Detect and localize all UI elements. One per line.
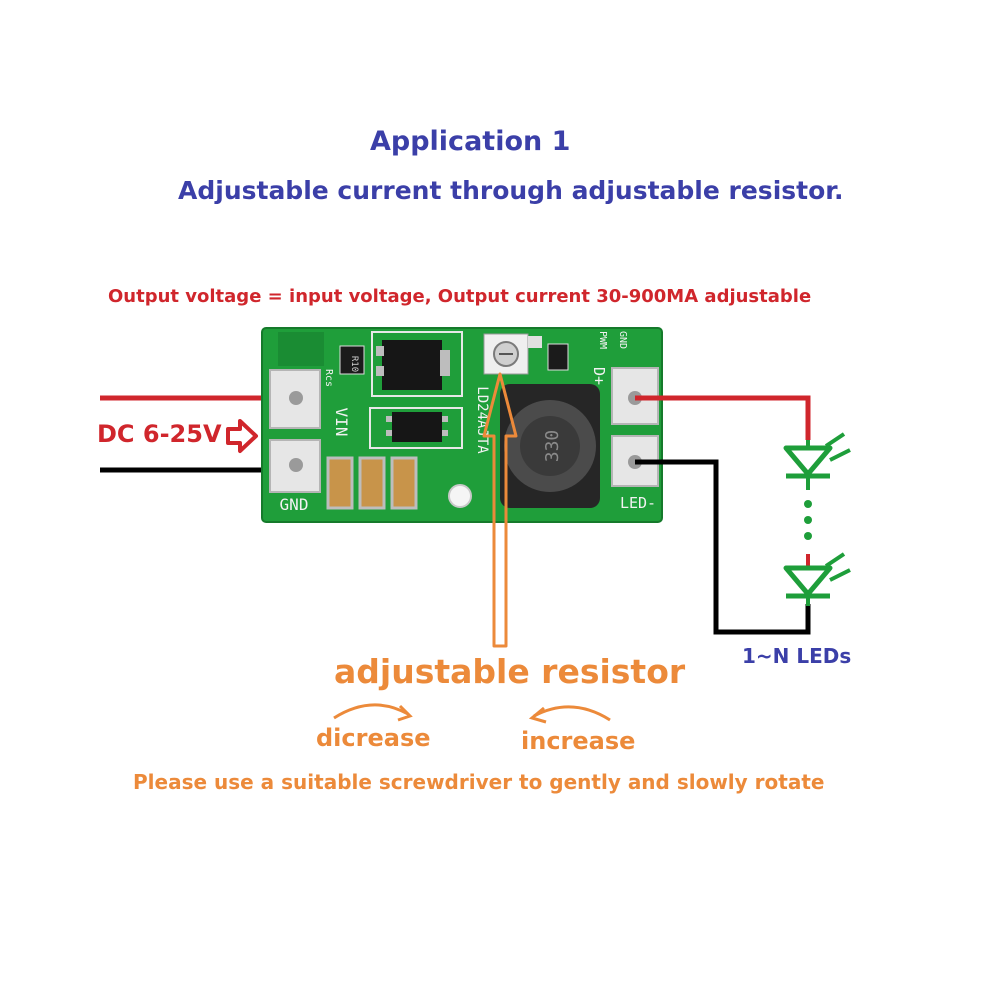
input-arrow-icon: [226, 419, 258, 453]
mounting-hole: [448, 484, 472, 508]
led-icon: [783, 552, 851, 606]
resistor-code: R10: [349, 356, 359, 372]
output-wire-negative: [635, 459, 811, 635]
led-icon: [783, 432, 851, 490]
adjustable-resistor-label: adjustable resistor: [334, 652, 686, 691]
d-plus-silkscreen: D+: [590, 367, 608, 385]
led-chain-dots: [804, 500, 812, 540]
increase-arrow-icon: [528, 705, 611, 724]
inductor: 330: [500, 384, 600, 508]
pointer-arrow-icon: [482, 372, 518, 648]
vin-silkscreen: VIN: [332, 408, 351, 437]
input-capacitors: [326, 456, 418, 510]
decrease-arrow-icon: [333, 703, 413, 722]
input-voltage-label: DC 6-25V: [97, 420, 222, 448]
pcb-board: 330 VIN GND LD24AJTA D+ LED- PWM GND Rcs…: [261, 327, 663, 523]
instruction-note: Please use a suitable screwdriver to gen…: [133, 770, 825, 794]
gnd-silkscreen: GND: [280, 495, 309, 514]
driver-ic: [392, 412, 442, 442]
spec-line: Output voltage = input voltage, Output c…: [108, 286, 812, 307]
rcs-silkscreen: Rcs: [323, 369, 334, 387]
leds-label: 1~N LEDs: [742, 644, 852, 668]
svg-text:330: 330: [542, 430, 563, 463]
pwm-silkscreen: PWM: [597, 331, 608, 349]
gnd2-silkscreen: GND: [617, 331, 628, 349]
led-minus-silkscreen: LED-: [620, 494, 656, 512]
page-subtitle: Adjustable current through adjustable re…: [178, 176, 844, 205]
transistor-chip: [382, 340, 442, 390]
increase-label: increase: [521, 727, 636, 755]
output-wire-positive: [635, 395, 811, 440]
page-title: Application 1: [370, 126, 571, 157]
sense-resistor: [339, 345, 365, 375]
decrease-label: dicrease: [316, 724, 431, 752]
